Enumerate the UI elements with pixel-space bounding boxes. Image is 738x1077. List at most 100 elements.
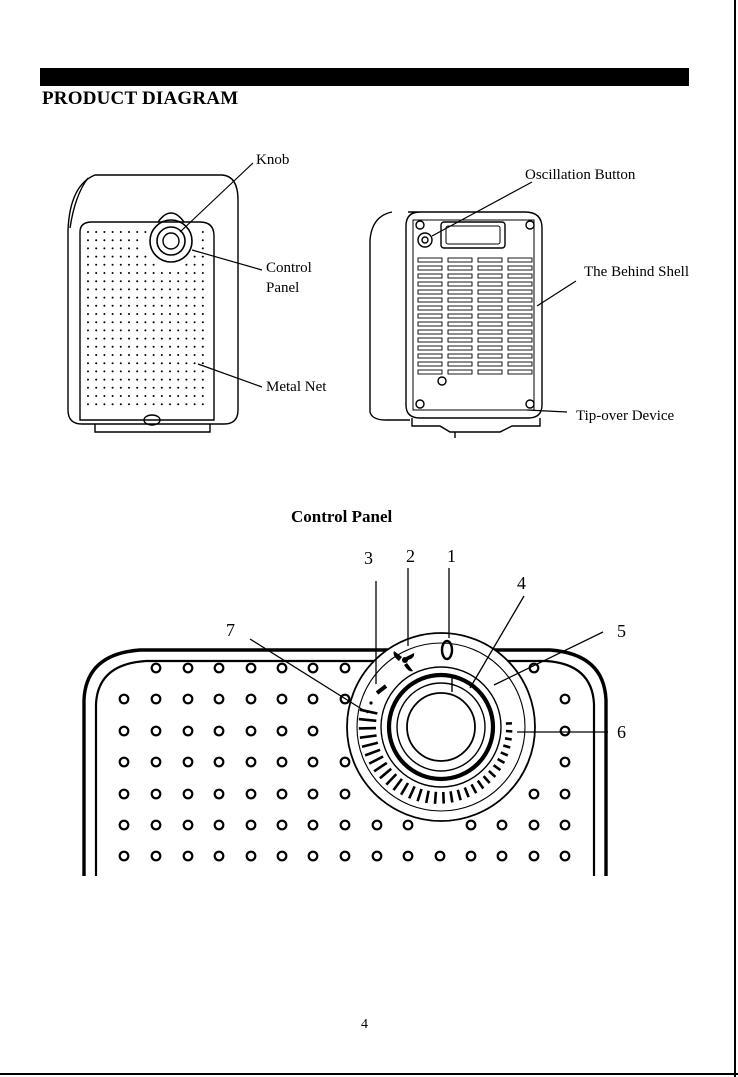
grille-hole xyxy=(128,239,130,241)
grille-hole xyxy=(152,727,161,736)
grille-hole xyxy=(144,280,146,282)
grille-hole xyxy=(202,297,204,299)
vent-slot xyxy=(448,282,472,286)
vent-slot xyxy=(418,266,442,270)
grille-hole xyxy=(120,790,129,799)
grille-hole xyxy=(120,272,122,274)
grille-hole xyxy=(87,395,89,397)
grille-hole xyxy=(530,852,539,861)
grille-hole xyxy=(95,395,97,397)
grille-hole xyxy=(120,329,122,331)
grille-hole xyxy=(194,288,196,290)
grille-hole xyxy=(215,852,224,861)
grille-hole xyxy=(185,297,187,299)
vent-slot xyxy=(508,306,532,310)
vent-slot xyxy=(448,314,472,318)
grille-hole xyxy=(112,247,114,249)
vent-slot xyxy=(478,322,502,326)
grille-hole xyxy=(136,247,138,249)
vent-slot xyxy=(418,314,442,318)
grille-hole xyxy=(120,727,129,736)
grille-hole xyxy=(161,362,163,364)
grille-hole xyxy=(169,379,171,381)
grille-hole xyxy=(152,695,161,704)
vent-slot xyxy=(448,306,472,310)
grille-hole xyxy=(169,354,171,356)
grille-hole xyxy=(136,329,138,331)
grille-hole xyxy=(136,379,138,381)
grille-hole xyxy=(103,305,105,307)
label-behind-shell: The Behind Shell xyxy=(584,262,689,282)
grille-hole xyxy=(128,346,130,348)
thermostat-tick xyxy=(451,791,453,802)
vent-slot xyxy=(478,290,502,294)
grille-hole xyxy=(136,354,138,356)
callout-4: 4 xyxy=(517,573,526,594)
grille-hole xyxy=(144,313,146,315)
grille-hole xyxy=(144,297,146,299)
vent-slot xyxy=(478,258,502,262)
vent-slot xyxy=(448,266,472,270)
grille-hole xyxy=(153,379,155,381)
grille-hole xyxy=(120,280,122,282)
grille-hole xyxy=(128,247,130,249)
grille-hole xyxy=(144,305,146,307)
grille-hole xyxy=(184,664,193,673)
grille-hole xyxy=(144,264,146,266)
grille-hole xyxy=(161,288,163,290)
control-panel-title: Control Panel xyxy=(291,507,392,527)
vent-slot xyxy=(508,274,532,278)
vent-slot xyxy=(508,298,532,302)
grille-hole xyxy=(128,305,130,307)
grille-hole xyxy=(112,338,114,340)
grille-hole xyxy=(161,305,163,307)
metal-net-grille xyxy=(87,231,204,405)
grille-hole xyxy=(87,387,89,389)
grille-hole xyxy=(194,297,196,299)
grille-hole xyxy=(120,346,122,348)
grille-hole xyxy=(112,239,114,241)
grille-hole xyxy=(177,321,179,323)
grille-hole xyxy=(177,288,179,290)
grille-hole xyxy=(530,790,539,799)
vent-slot xyxy=(418,370,442,374)
grille-hole xyxy=(202,256,204,258)
grille-hole xyxy=(95,280,97,282)
grille-hole xyxy=(185,305,187,307)
grille-hole xyxy=(177,387,179,389)
grille-hole xyxy=(184,790,193,799)
grille-hole xyxy=(185,387,187,389)
grille-hole xyxy=(161,379,163,381)
grille-hole xyxy=(215,821,224,830)
grille-hole xyxy=(144,272,146,274)
grille-hole xyxy=(184,821,193,830)
vent-slot xyxy=(478,266,502,270)
vent-slot xyxy=(448,346,472,350)
grille-hole xyxy=(144,370,146,372)
grille-hole xyxy=(95,305,97,307)
grille-hole xyxy=(153,346,155,348)
grille-hole xyxy=(112,313,114,315)
grille-hole xyxy=(202,247,204,249)
grille-hole xyxy=(177,272,179,274)
grille-hole xyxy=(161,280,163,282)
thermostat-tick xyxy=(359,719,377,721)
grille-hole xyxy=(136,313,138,315)
grille-hole xyxy=(103,329,105,331)
grille-hole xyxy=(103,403,105,405)
grille-hole xyxy=(87,379,89,381)
grille-hole xyxy=(202,313,204,315)
grille-hole xyxy=(194,346,196,348)
grille-hole xyxy=(169,272,171,274)
grille-hole xyxy=(95,231,97,233)
grille-hole xyxy=(152,821,161,830)
grille-hole xyxy=(202,395,204,397)
grille-hole xyxy=(185,395,187,397)
grille-hole xyxy=(120,403,122,405)
grille-hole xyxy=(112,370,114,372)
grille-hole xyxy=(185,338,187,340)
grille-hole xyxy=(373,852,382,861)
grille-hole xyxy=(194,313,196,315)
grille-hole xyxy=(103,321,105,323)
grille-hole xyxy=(169,370,171,372)
